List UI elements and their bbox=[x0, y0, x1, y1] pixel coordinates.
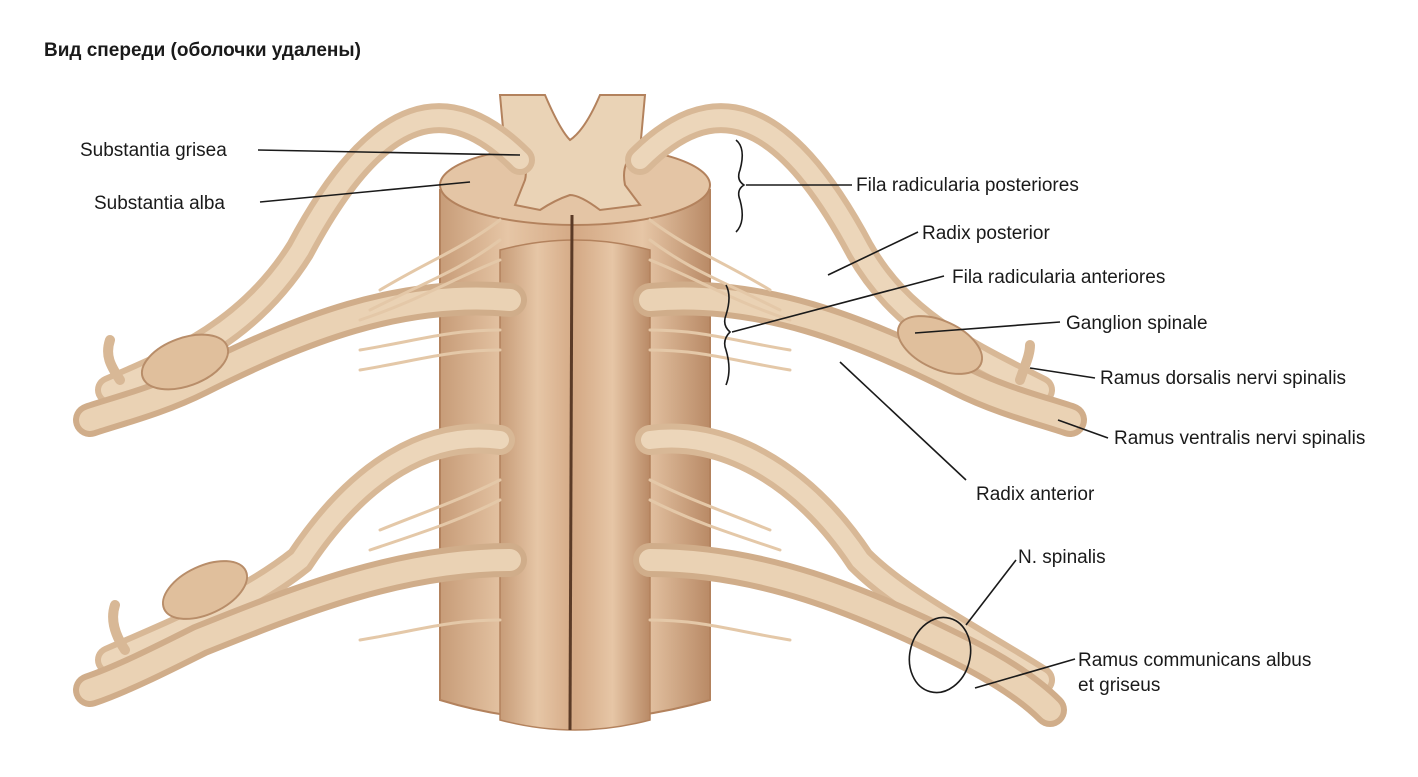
spinal-cord bbox=[439, 94, 711, 731]
label-ramus-communicans-line2: et griseus bbox=[1078, 675, 1161, 696]
leader-lines bbox=[257, 139, 1109, 694]
label-n-spinalis: N. spinalis bbox=[1018, 547, 1106, 568]
label-substantia-grisea: Substantia grisea bbox=[80, 140, 227, 161]
label-radix-posterior: Radix posterior bbox=[922, 223, 1050, 244]
label-substantia-alba: Substantia alba bbox=[94, 193, 225, 214]
lower-spinal-nerves bbox=[73, 423, 1067, 727]
label-radix-anterior: Radix anterior bbox=[976, 484, 1095, 505]
label-ramus-dorsalis: Ramus dorsalis nervi spinalis bbox=[1100, 368, 1347, 389]
label-ramus-ventralis: Ramus ventralis nervi spinalis bbox=[1114, 428, 1366, 449]
label-ramus-communicans-line1: Ramus communicans albus bbox=[1078, 650, 1312, 671]
page-title: Вид спереди (оболочки удалены) bbox=[44, 40, 361, 61]
label-fila-posteriores: Fila radicularia posteriores bbox=[856, 175, 1079, 196]
label-fila-anteriores: Fila radicularia anteriores bbox=[952, 267, 1166, 288]
label-ganglion-spinale: Ganglion spinale bbox=[1066, 313, 1208, 334]
